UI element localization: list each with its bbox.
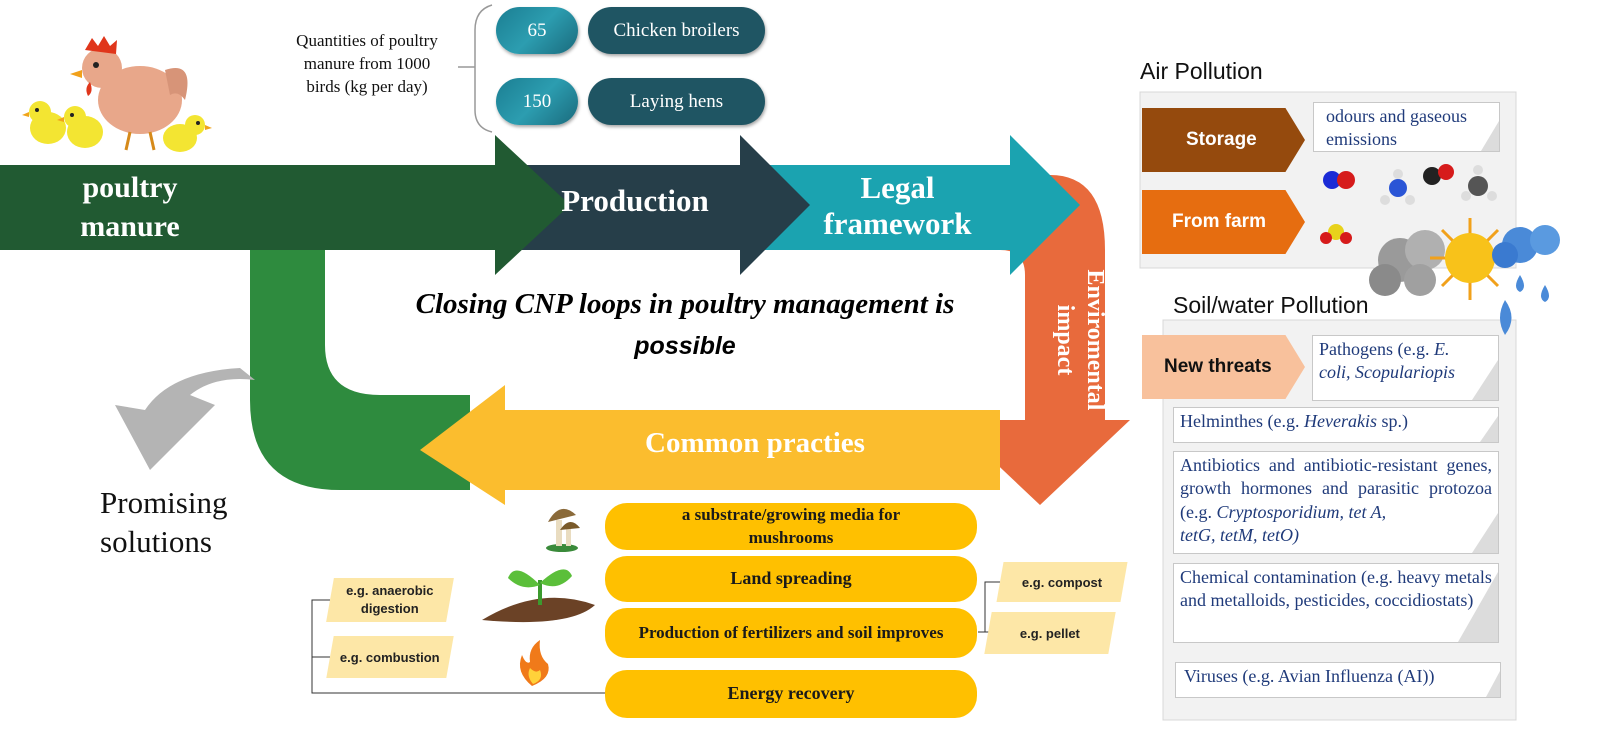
fire-icon (519, 640, 549, 686)
energy-recovery-box: Energy recovery (605, 670, 977, 718)
broilers-value-pill: 65 (496, 7, 578, 54)
yellow-practices-arrow (420, 385, 1000, 505)
mushroom-icon (546, 508, 580, 552)
pellet-tag: e.g. pellet (984, 612, 1116, 654)
odours-note: odours and gaseous emissions (1313, 102, 1500, 152)
helminthes-note: Helminthes (e.g. Heverakis sp.) (1173, 407, 1499, 443)
combustion-tag: e.g. combustion (326, 636, 454, 678)
pathogens-note: Pathogens (e.g. E. coli, Scopulariopis (1312, 335, 1499, 401)
mushroom-substrate-box: a substrate/growing media for mushrooms (605, 503, 977, 550)
navy-production-arrow (505, 135, 810, 275)
production-label: Production (561, 183, 709, 218)
hens-name-pill: Laying hens (588, 78, 765, 125)
teal-legal-arrow (745, 135, 1080, 275)
anaerobic-digestion-tag: e.g. anaerobic digestion (326, 578, 454, 622)
hens-value-pill: 150 (496, 78, 578, 125)
quantities-bracket (474, 4, 493, 133)
seedling-icon (482, 569, 595, 623)
left-bracket-lines (311, 599, 605, 694)
gray-curved-arrow (115, 368, 255, 470)
antibiotics-note: Antibiotics and antibiotic-resistant gen… (1173, 451, 1499, 554)
green-return-arc (250, 240, 470, 490)
viruses-note: Viruses (e.g. Avian Influenza (AI)) (1175, 662, 1501, 698)
dark-green-manure-arrow (0, 135, 570, 275)
broilers-name-pill: Chicken broilers (588, 7, 765, 54)
soil-water-heading: Soil/water Pollution (1173, 292, 1369, 318)
storage-chevron: Storage (1142, 108, 1305, 172)
quantities-label: Quantities of poultry manure from 1000 b… (296, 31, 438, 96)
center-statement-line1: Closing CNP loops in poultry management … (415, 288, 955, 320)
fertilizers-box: Production of fertilizers and soil impro… (605, 608, 977, 658)
center-statement-line2: possible (634, 332, 736, 360)
poultry-manure-label: poultry manure (80, 171, 180, 243)
weather-icon (1369, 218, 1560, 335)
chick-icon (22, 101, 212, 152)
compost-tag: e.g. compost (996, 562, 1128, 602)
environmental-impact-label: Enviromental impact (1052, 269, 1108, 411)
legal-framework-label: Legal framework (823, 170, 972, 241)
air-pollution-heading: Air Pollution (1140, 58, 1263, 84)
from-farm-chevron: From farm (1142, 190, 1305, 254)
land-spreading-box: Land spreading (605, 556, 977, 602)
common-practices-label: Common practies (645, 427, 865, 459)
molecule-icons (1320, 164, 1497, 244)
chicken-icon (70, 36, 188, 151)
chemical-note: Chemical contamination (e.g. heavy metal… (1173, 563, 1499, 643)
promising-solutions-label: Promising solutions (100, 485, 228, 559)
new-threats-chevron: New threats (1142, 335, 1305, 399)
